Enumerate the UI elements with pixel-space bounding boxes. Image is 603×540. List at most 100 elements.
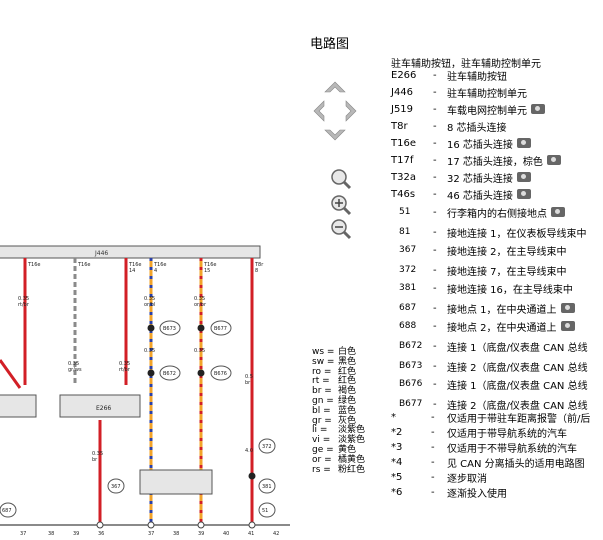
wire-color-entry: gr = 灰色	[312, 415, 365, 427]
ground-code: 367	[399, 245, 417, 255]
wire-color-name: 淡紫色	[338, 425, 366, 436]
column-number: 38	[173, 531, 179, 537]
zoom-icon[interactable]	[330, 168, 352, 190]
note-key: *4	[391, 457, 403, 468]
connector-label: T16e	[77, 262, 91, 268]
ground-desc: 连接 1（底盘/仪表盘 CAN 总线	[447, 380, 588, 392]
note-row: *-仅适用于带驻车距离报警（前/后	[391, 410, 590, 425]
component-left	[0, 394, 37, 418]
camera-icon[interactable]	[560, 303, 575, 313]
wire-color-code: ws =	[312, 347, 335, 357]
camera-icon[interactable]	[560, 321, 575, 331]
ground-desc: 接地连接 2，在主导线束中	[447, 246, 567, 258]
ground-desc: 接地点 2，在中央通道上	[447, 322, 557, 334]
ground-code: B673	[399, 361, 423, 371]
control-unit-j446	[0, 245, 261, 259]
ground-ref-oval	[258, 438, 276, 454]
column-number: 38	[48, 531, 54, 537]
separator-dash: -	[433, 264, 437, 276]
wire-red-diag	[0, 359, 22, 389]
pan-down-icon[interactable]	[324, 129, 346, 141]
ground-ref-label: 381	[262, 484, 272, 490]
connector-label: T8r	[254, 262, 264, 268]
wire-color-entry: bl = 蓝色	[312, 405, 365, 417]
component-code: E266	[391, 69, 417, 81]
wire-color-code: or/br	[194, 302, 207, 308]
wire-color-entry: ge = 黄色	[312, 444, 365, 456]
wire-color-name: 淡紫色	[338, 435, 366, 446]
camera-icon[interactable]	[551, 207, 565, 217]
separator-dash: -	[433, 226, 437, 238]
separator-dash: -	[433, 244, 437, 256]
wire-color-code: ge =	[312, 444, 334, 455]
wire-color-code: br	[92, 457, 98, 463]
wire-size: 0.35	[144, 348, 155, 354]
column-number: 37	[20, 531, 26, 537]
zoom-in-icon[interactable]	[330, 194, 352, 216]
pan-control[interactable]	[312, 80, 358, 142]
camera-icon[interactable]	[531, 104, 545, 114]
wire-color-name: 绿色	[338, 395, 357, 406]
wire-color-code: li =	[312, 425, 328, 436]
ground-ref-oval	[210, 365, 232, 381]
page-title: 电路图	[310, 37, 350, 52]
legend-heading: 驻车辅助按钮，驻车辅助控制单元	[391, 59, 541, 70]
note-desc: 逐步取消	[447, 474, 487, 485]
component-row: J446-驻车辅助控制单元	[391, 84, 527, 100]
wire-size: 0.35	[18, 296, 29, 302]
component-row: T17f-17 芯插头连接，棕色	[391, 152, 561, 168]
camera-icon[interactable]	[516, 189, 531, 199]
wire-color-code: bl =	[312, 405, 331, 416]
wire-color-name: 灰色	[338, 415, 357, 426]
ground-row: B677-连接 2（底盘/仪表盘 CAN 总线	[391, 396, 588, 412]
wire-color-code: ro =	[312, 366, 332, 377]
separator-dash: -	[433, 206, 437, 218]
component-code: T8r	[391, 120, 408, 132]
pin-number: 8	[255, 268, 258, 274]
wire-color-name: 蓝色	[338, 405, 357, 416]
camera-icon[interactable]	[516, 138, 531, 148]
wires	[0, 258, 254, 525]
component-desc: 驻车辅助控制单元	[447, 88, 527, 100]
separator-dash: -	[433, 320, 437, 332]
wire-color-code: rs =	[312, 464, 331, 475]
ground-ref-oval	[159, 365, 181, 381]
pan-right-icon[interactable]	[345, 100, 357, 122]
column-number: 42	[273, 531, 279, 537]
wire-color-code: or/bl	[144, 302, 155, 308]
wire-size: 4.0	[245, 448, 253, 454]
ground-code: B677	[399, 399, 423, 409]
zoom-out-icon[interactable]	[330, 218, 352, 240]
wire-color-entry: ws =白色	[312, 347, 365, 358]
wire-color-name: 红色	[338, 366, 357, 377]
ground-desc: 接地点 1，在中央通道上	[447, 304, 557, 316]
wire-color-name: 红色	[338, 376, 357, 387]
wire-color-code: gn =	[312, 395, 334, 406]
note-key: *6	[391, 487, 403, 498]
note-row: *5-逐步取消	[391, 470, 590, 485]
pan-left-icon[interactable]	[313, 100, 325, 122]
terminal	[96, 521, 104, 529]
wire-color-code: rt =	[312, 376, 330, 387]
wire-color-name: 黑色	[338, 356, 357, 367]
pan-up-icon[interactable]	[324, 81, 346, 93]
wire-size: 0.35	[194, 348, 205, 354]
pin-number: 15	[204, 268, 210, 274]
component-desc: 8 芯插头连接	[447, 122, 507, 134]
wire-color-name: 黄色	[338, 444, 357, 455]
wire-color-code: gr =	[312, 415, 332, 426]
splice-dot	[197, 369, 205, 377]
column-number: 39	[73, 531, 79, 537]
wire-color-entry: li = 淡紫色	[312, 426, 365, 436]
component-row: J519-车载电网控制单元	[391, 101, 545, 117]
ground-row: 367 -接地连接 2，在主导线束中	[391, 242, 567, 258]
ground-code: 381	[399, 283, 417, 293]
component-row: T8r-8 芯插头连接	[391, 118, 507, 134]
note-desc: 见 CAN 分离插头的适用电路图	[447, 459, 585, 470]
camera-icon[interactable]	[546, 155, 561, 165]
wire-size: 0.35	[68, 361, 79, 367]
separator-dash: -	[433, 154, 437, 166]
camera-icon[interactable]	[516, 172, 531, 182]
